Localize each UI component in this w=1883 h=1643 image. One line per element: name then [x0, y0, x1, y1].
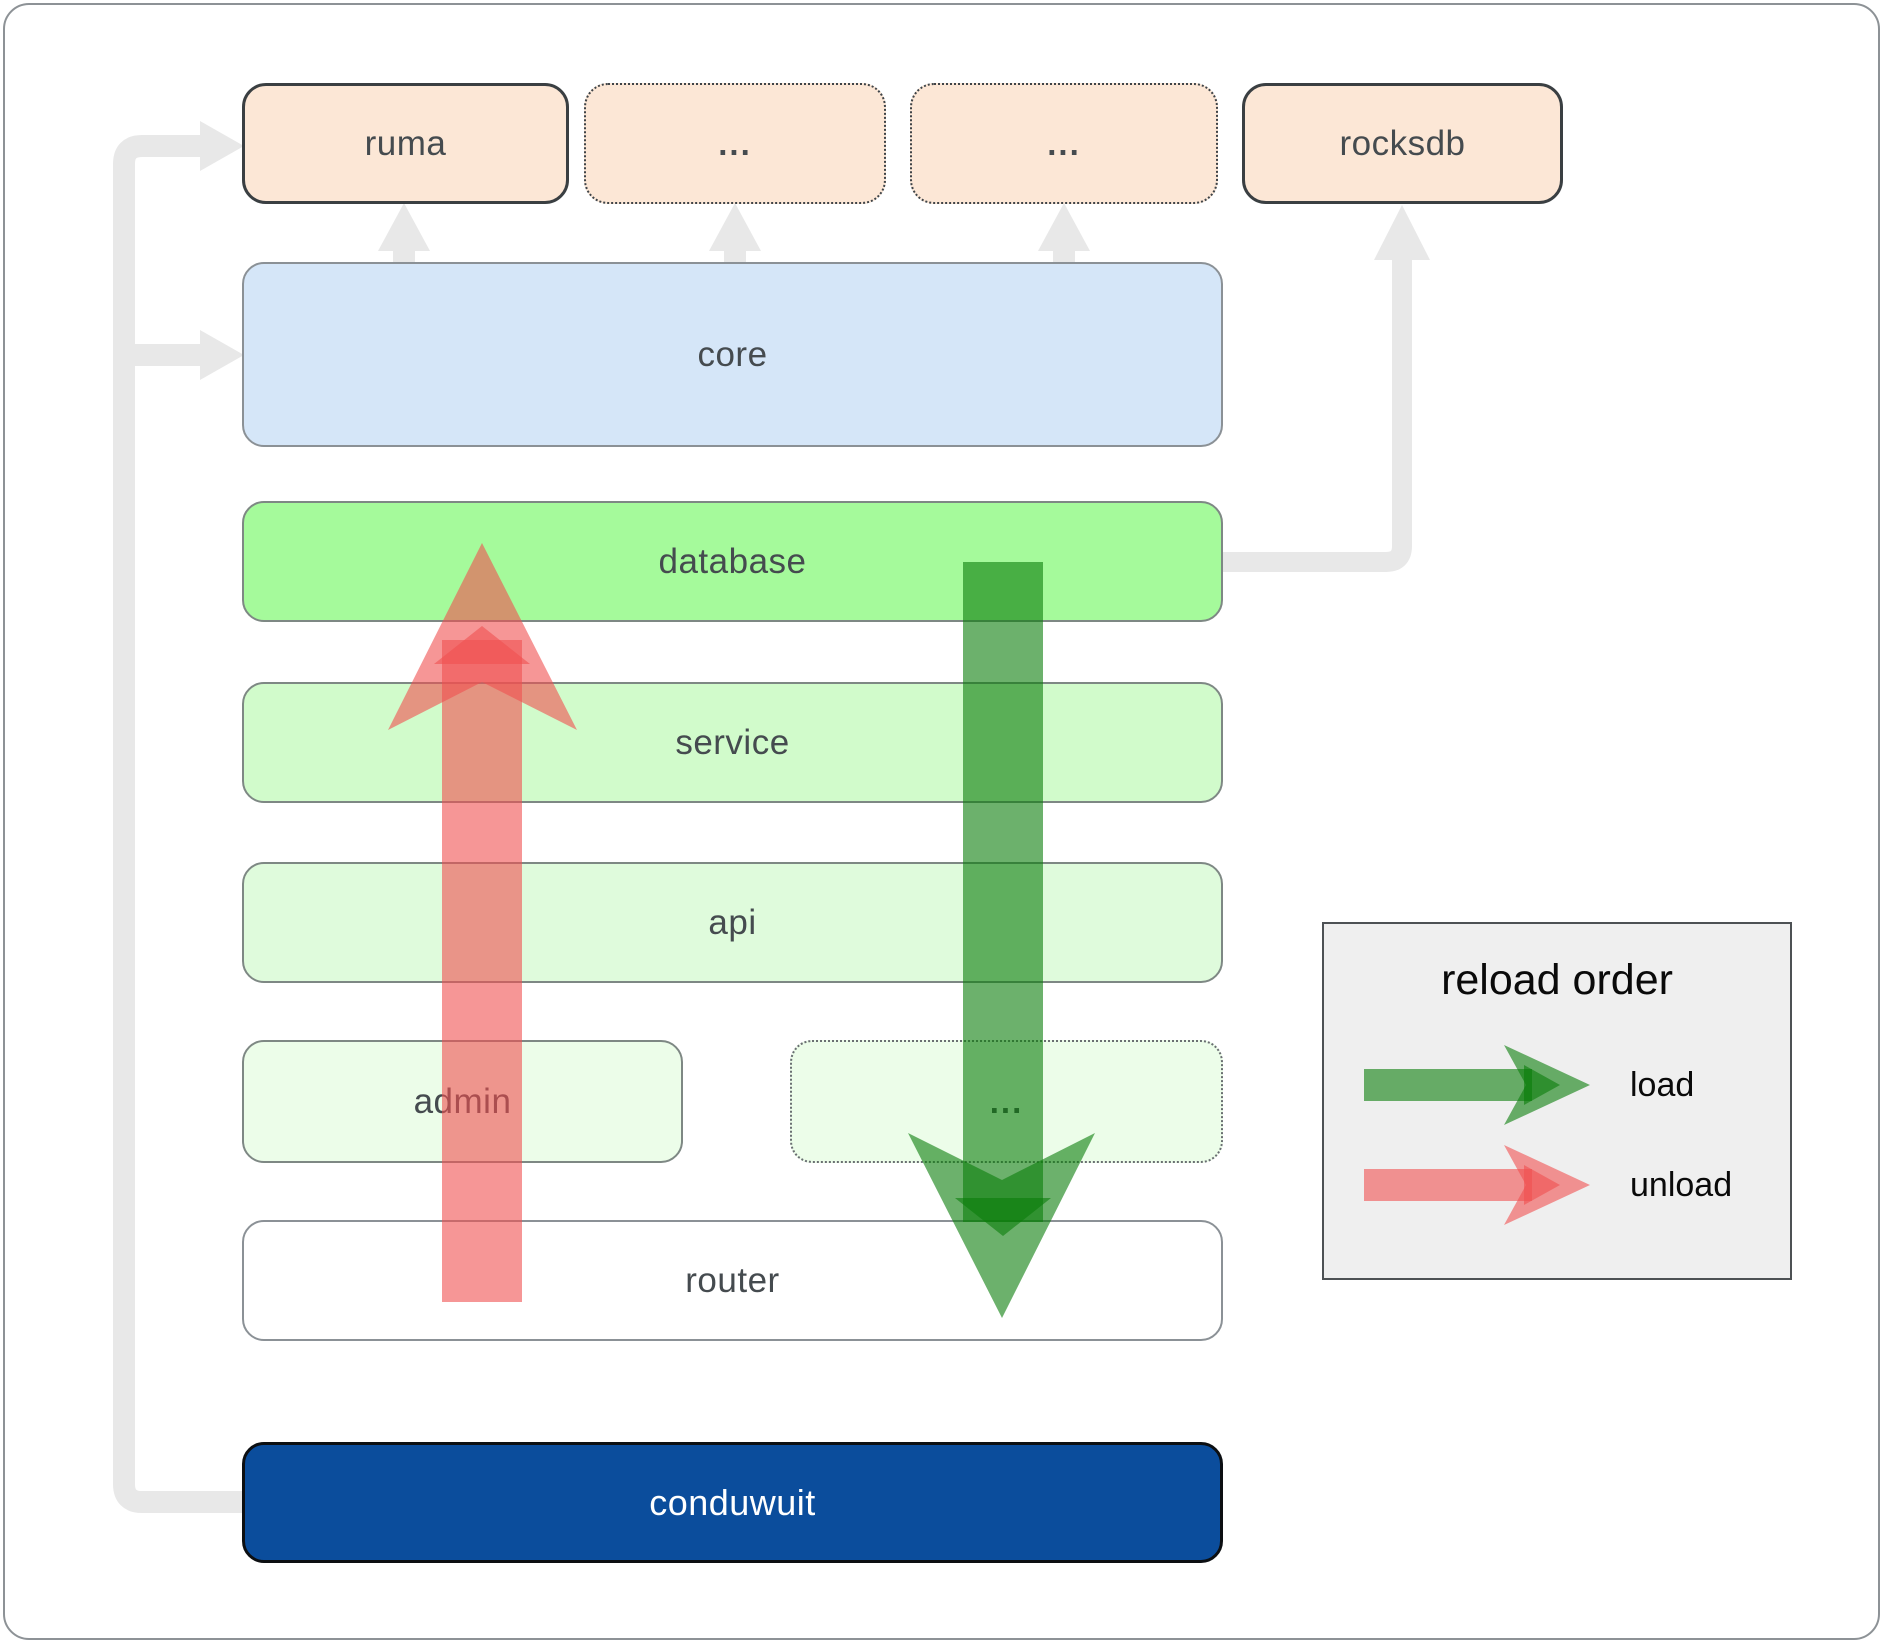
node-ellipsis-top-1-label: ... [718, 124, 752, 162]
node-rocksdb-label: rocksdb [1339, 123, 1466, 163]
node-ellipsis-top-2: ... [910, 83, 1218, 204]
legend-load-label: load [1630, 1065, 1695, 1104]
node-conduwuit: conduwuit [242, 1442, 1223, 1563]
connector-arrowhead-into-ruma [200, 121, 244, 171]
load-arrow-icon [1364, 1045, 1590, 1125]
unload-arrow-icon-shaft [1364, 1169, 1532, 1201]
core-to-ellipsis1-arrowhead [709, 203, 761, 251]
legend-unload-label: unload [1630, 1165, 1733, 1204]
node-admin: admin [242, 1040, 683, 1163]
node-ellipsis-admin-row-label: ... [989, 1082, 1024, 1120]
node-ellipsis-top-1: ... [584, 83, 886, 204]
legend-item-load: load [1364, 1039, 1774, 1131]
node-api: api [242, 862, 1223, 983]
node-router: router [242, 1220, 1223, 1341]
database-to-rocksdb-arrowhead [1374, 205, 1430, 260]
connector-arrowhead-into-core [200, 330, 244, 380]
node-router-label: router [685, 1260, 780, 1300]
node-core-label: core [697, 334, 768, 374]
database-to-rocksdb-connector [1223, 256, 1412, 572]
legend-item-unload: unload [1364, 1139, 1774, 1231]
conduwuit-left-connector [113, 135, 244, 1513]
node-service: service [242, 682, 1223, 803]
core-to-ellipsis2-arrowhead [1038, 203, 1090, 251]
unload-arrow-icon-head [1504, 1145, 1590, 1225]
load-arrow-icon-head [1504, 1045, 1590, 1125]
node-database: database [242, 501, 1223, 622]
node-api-label: api [708, 902, 757, 942]
node-ruma: ruma [242, 83, 569, 204]
node-rocksdb: rocksdb [1242, 83, 1563, 204]
node-service-label: service [675, 722, 790, 762]
node-database-label: database [658, 541, 807, 581]
legend-reload-order: reload order load unload [1322, 922, 1792, 1280]
node-conduwuit-label: conduwuit [649, 1481, 816, 1523]
load-arrow-icon-shaft [1364, 1069, 1532, 1101]
core-to-ruma-arrowhead [378, 203, 430, 251]
legend-title: reload order [1441, 956, 1673, 1004]
node-core: core [242, 262, 1223, 447]
unload-arrow-icon [1364, 1145, 1590, 1225]
node-admin-label: admin [413, 1081, 512, 1121]
node-ellipsis-top-2-label: ... [1047, 124, 1081, 162]
node-ellipsis-admin-row: ... [790, 1040, 1223, 1163]
node-ruma-label: ruma [364, 123, 447, 163]
